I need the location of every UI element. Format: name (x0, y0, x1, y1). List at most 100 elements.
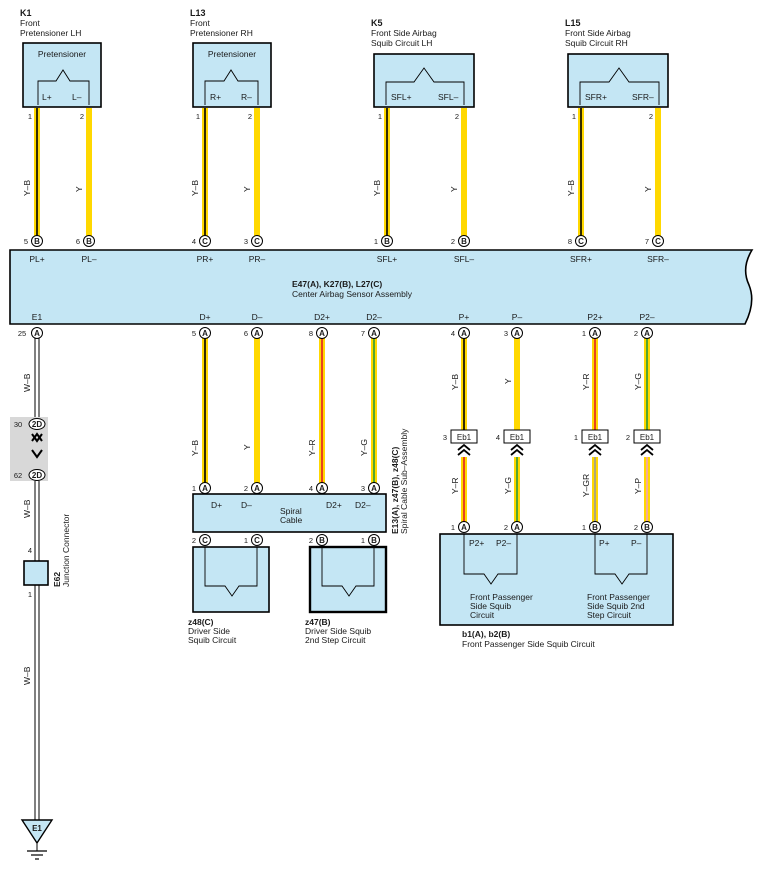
connector-box (450, 429, 478, 444)
ecu-pin-label: P2– (639, 312, 654, 322)
connector-chevron-icon (31, 433, 43, 459)
wire-color-code: Y–B (372, 180, 382, 196)
connector-letter: A (319, 329, 325, 338)
connector-circle (199, 534, 211, 546)
connector-circle (251, 235, 263, 247)
component-name: Front (20, 18, 40, 28)
squib-pin-label: P+ (599, 538, 610, 548)
wire-color-code: Y (503, 378, 513, 384)
pin-number: 2 (649, 112, 653, 121)
connector-chevron-icon (457, 443, 471, 456)
wire-color-code: Y–B (22, 180, 32, 196)
squib-id: b1(A), b2(B) (462, 629, 510, 639)
connector-circle (511, 521, 523, 533)
pin-label: R– (241, 92, 252, 102)
connector-letter: C (254, 237, 260, 246)
connector-circle (458, 521, 470, 533)
wire-color-code: Y (449, 186, 459, 192)
pin-number: 1 (574, 433, 578, 442)
pin-number: 4 (451, 329, 455, 338)
ecu-pin-label: D– (252, 312, 263, 322)
eb1-connectors: 3 Eb1 4 Eb1 1 Eb1 2 Eb1 (443, 429, 661, 456)
pin-number: 30 (14, 420, 22, 429)
squib-symbol (321, 547, 375, 597)
wire-color-code: Y–P (633, 478, 643, 494)
ecu-pin-label: SFR– (647, 254, 669, 264)
connector-letter: A (461, 523, 467, 532)
connector-letter: A (592, 329, 598, 338)
component-k5: K5 Front Side Airbag Squib Circuit LH SF… (371, 18, 475, 108)
component-name: Pretensioner LH (20, 28, 81, 38)
pin-number: 2 (244, 484, 248, 493)
pin-number: 1 (28, 112, 32, 121)
squib-name: Front Passenger Side Squib Circuit (462, 639, 595, 649)
connector-circle (458, 235, 470, 247)
wire-color-code: Y–B (190, 440, 200, 456)
driver-squib-circuit: z48(C) Driver Side Squib Circuit (188, 546, 270, 645)
passenger-upper-wire-codes: Y–B Y Y–R Y–G (450, 373, 643, 390)
ecu-pin-label: PR– (249, 254, 266, 264)
driver-wire-codes: Y–B Y Y–R Y–G (190, 439, 369, 456)
connector-circle (31, 327, 43, 339)
squib-name: Side Squib (470, 601, 511, 611)
squib-name: 2nd Step Circuit (305, 635, 366, 645)
component-name: Front Side Airbag (565, 28, 631, 38)
wire-color-code: Y–G (633, 373, 643, 390)
ecu-pin-label: P2+ (587, 312, 602, 322)
squib-id: z48(C) (188, 617, 214, 627)
ecu-pin-label: SFL+ (377, 254, 398, 264)
pin-number: 3 (443, 433, 447, 442)
wire-color-code: Y–G (359, 439, 369, 456)
ecu-name: Center Airbag Sensor Assembly (292, 289, 413, 299)
spiral-cable-label: Cable (280, 515, 302, 525)
pin-number: 1 (28, 590, 32, 599)
wire-color-code: Y (242, 444, 252, 450)
wire-color-code: Y–R (581, 373, 591, 390)
pin-number: 1 (378, 112, 382, 121)
passenger-squib-box (439, 533, 674, 626)
pin-number: 3 (361, 484, 365, 493)
connector-letter: B (86, 237, 92, 246)
pin-number: 1 (196, 112, 200, 121)
junction-connector-box (23, 560, 49, 586)
pin-number: 1 (582, 523, 586, 532)
component-id: K1 (20, 8, 32, 18)
pin-number: 1 (582, 329, 586, 338)
spiral-pin-label: D– (241, 500, 252, 510)
pin-label: SFL+ (391, 92, 412, 102)
pin-number: 4 (28, 546, 32, 555)
connector-letter: A (644, 329, 650, 338)
connector-letter: A (202, 329, 208, 338)
pin-number: 1 (192, 484, 196, 493)
pin-number: 2 (504, 523, 508, 532)
connector-circle (511, 327, 523, 339)
ecu-pin-label: PL– (81, 254, 96, 264)
connector-circle (316, 534, 328, 546)
ground-point-label: E1 (32, 824, 42, 833)
ecu-pin-label: D2+ (314, 312, 330, 322)
connector-letter: 2D (32, 471, 42, 480)
connector-circle (83, 235, 95, 247)
connector-circle (368, 327, 380, 339)
squib-name: Driver Side Squib (305, 626, 371, 636)
pin-label: SFL– (438, 92, 459, 102)
connector-circle (641, 327, 653, 339)
ecu-top-connectors: 5 B 6 B 4 C 3 C 1 B 2 B 8 C 7 C (24, 235, 664, 247)
top-pin-numbers: 1 2 1 2 1 2 1 2 (28, 112, 653, 121)
connector-letter: 2D (32, 420, 42, 429)
connector-chevron-icon (588, 443, 602, 456)
connector-letter: B (371, 536, 377, 545)
connector-letter: C (254, 536, 260, 545)
ecu-pin-label: E1 (32, 312, 43, 322)
ecu-id: E47(A), K27(B), L27(C) (292, 279, 382, 289)
component-inner-label: Pretensioner (38, 49, 86, 59)
connector-id: Eb1 (640, 433, 655, 442)
connector-letter: B (461, 237, 467, 246)
wire-color-code: Y–G (503, 477, 513, 494)
wire-color-code: Y–R (307, 439, 317, 456)
connector-letter: A (254, 329, 260, 338)
wire-color-code: Y (242, 186, 252, 192)
ecu-pin-label: P– (512, 312, 523, 322)
component-box (373, 53, 475, 108)
squib-symbol (204, 547, 258, 597)
